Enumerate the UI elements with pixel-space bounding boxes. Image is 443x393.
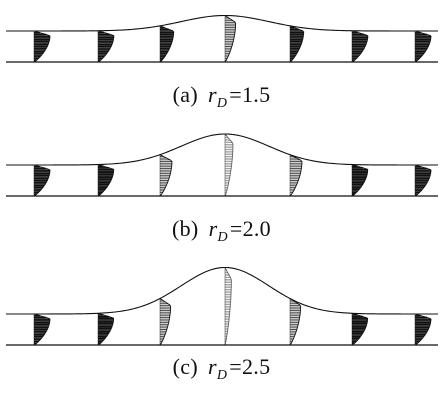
profile-envelope	[289, 298, 302, 346]
profile-envelope	[159, 298, 172, 346]
profile-envelope	[414, 30, 432, 63]
profile-envelope	[159, 154, 173, 197]
caption-c-variable: r	[207, 354, 217, 379]
top-wall	[6, 14, 438, 32]
profile-envelope	[289, 25, 305, 63]
velocity-profile	[33, 30, 51, 63]
panel-c	[6, 266, 438, 346]
caption-c-equals: =	[229, 354, 242, 379]
profile-envelope	[33, 164, 51, 197]
velocity-profile	[289, 154, 303, 197]
caption-a: (a) rD=1.5	[0, 82, 443, 111]
velocity-profile	[224, 15, 237, 63]
velocity-profile	[33, 313, 51, 346]
caption-a-label: (a)	[172, 82, 198, 107]
profile-envelope	[414, 313, 432, 346]
caption-b-label: (b)	[172, 216, 199, 241]
velocity-profile	[414, 30, 432, 63]
caption-b-value: 2.0	[242, 216, 271, 241]
profile-envelope	[289, 154, 303, 197]
velocity-profile	[97, 164, 115, 197]
caption-c: (c) rD=2.5	[0, 354, 443, 383]
caption-b-subscript: D	[217, 230, 228, 245]
profile-envelope	[97, 312, 115, 346]
velocity-profile	[33, 164, 51, 197]
velocity-profile	[224, 133, 234, 197]
caption-a-subscript: D	[216, 96, 228, 111]
caption-b-equals: =	[229, 216, 243, 241]
velocity-profile	[414, 164, 432, 197]
profile-envelope	[351, 30, 369, 63]
velocity-profile	[159, 154, 173, 197]
top-wall	[6, 133, 438, 166]
caption-c-value: 2.5	[241, 354, 271, 379]
panel-b	[6, 133, 438, 197]
profile-envelope	[351, 164, 369, 197]
velocity-profile	[414, 313, 432, 346]
velocity-profile	[97, 312, 115, 346]
caption-c-subscript: D	[216, 368, 228, 383]
velocity-profile	[351, 312, 369, 346]
velocity-profile	[351, 164, 369, 197]
velocity-profile	[159, 298, 172, 346]
velocity-profile	[289, 25, 305, 63]
caption-b: (b) rD=2.0	[0, 216, 443, 245]
velocity-profile	[159, 25, 175, 63]
profile-envelope	[33, 313, 51, 346]
velocity-profile	[351, 30, 369, 63]
velocity-profile	[224, 267, 232, 346]
top-wall	[6, 266, 438, 315]
caption-a-value: 1.5	[241, 82, 271, 107]
profile-envelope	[33, 30, 51, 63]
caption-c-label: (c)	[172, 354, 198, 379]
velocity-profile	[289, 298, 302, 346]
profile-envelope	[224, 15, 237, 63]
profile-envelope	[97, 30, 115, 63]
velocity-profile	[97, 30, 115, 63]
profile-envelope	[351, 312, 369, 346]
caption-b-variable: r	[208, 216, 218, 241]
caption-a-variable: r	[207, 82, 217, 107]
profile-envelope	[159, 25, 175, 63]
caption-a-equals: =	[229, 82, 242, 107]
panel-a	[6, 14, 438, 63]
profile-envelope	[224, 267, 232, 346]
profile-envelope	[414, 164, 432, 197]
profile-envelope	[224, 133, 234, 197]
profile-envelope	[97, 164, 115, 197]
